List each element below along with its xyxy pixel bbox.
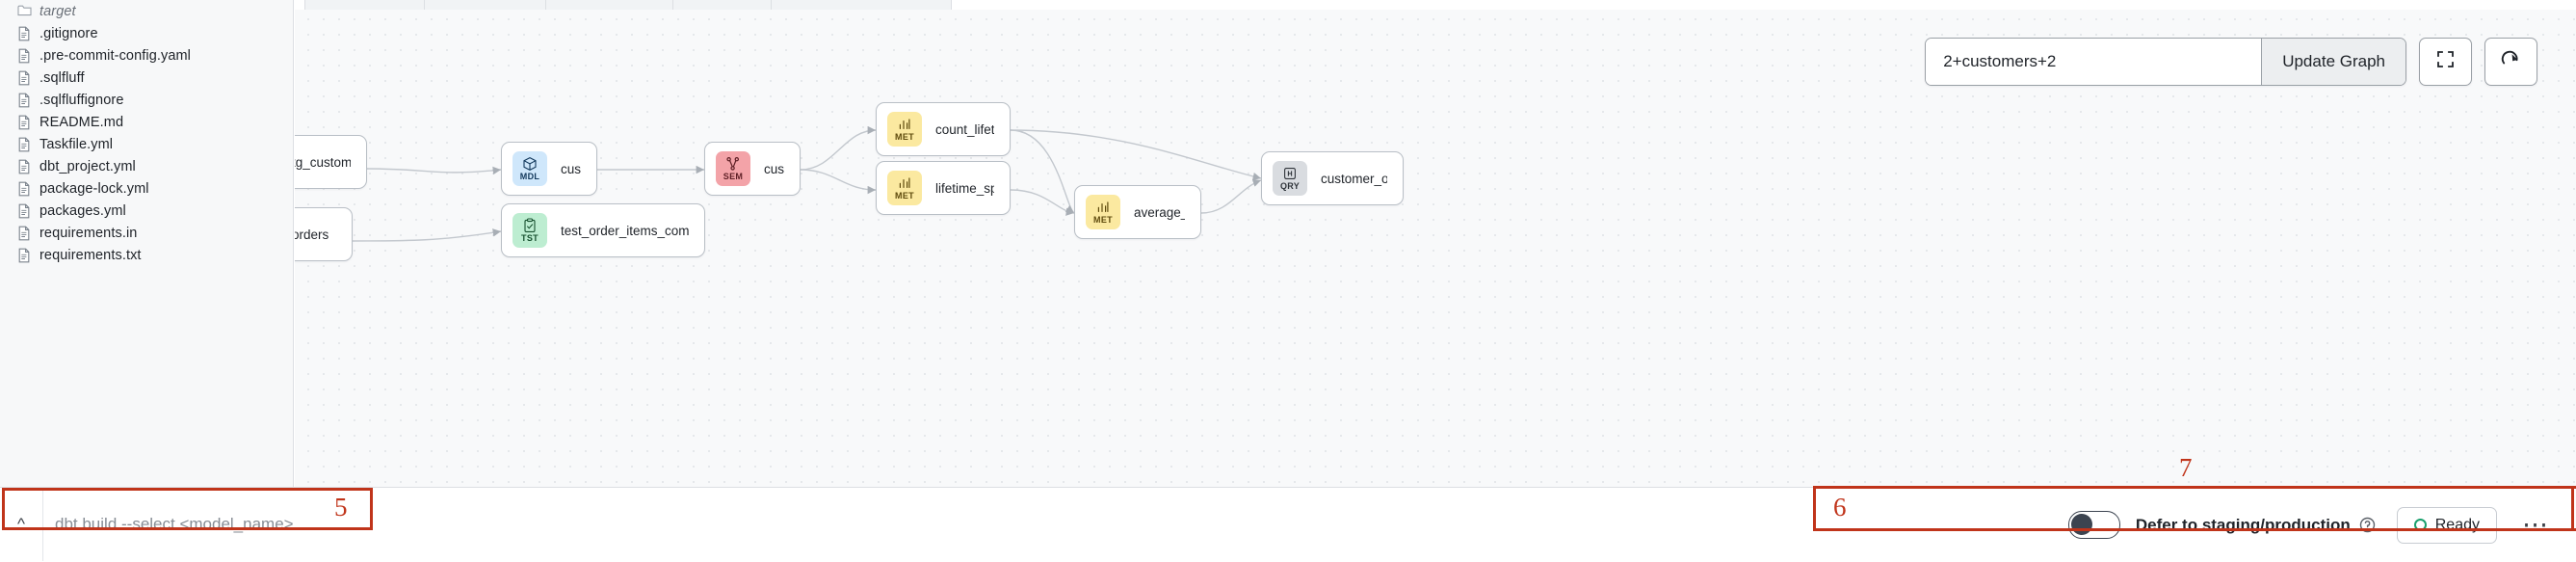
node-label: average_order_value [1134, 204, 1185, 220]
graph-selector-combo[interactable]: 2+customers+2 Update Graph [1925, 38, 2406, 86]
refresh-icon [2500, 48, 2522, 75]
bottom-bar-right-group: Defer to staging/production Ready ⋯ [2034, 488, 2576, 562]
fullscreen-button[interactable] [2419, 38, 2472, 86]
graph-node[interactable]: QRY customer_order_metrics [1261, 151, 1404, 205]
file-icon [17, 26, 31, 41]
chevron-up-icon[interactable]: ^ [0, 488, 43, 561]
node-label: lifetime_spend_pretax [935, 180, 994, 196]
file-item[interactable]: .sqlfluff [0, 67, 293, 89]
file-name: .sqlfluff [39, 69, 85, 86]
file-name: .gitignore [39, 25, 98, 41]
node-label: count_lifetime_orders [935, 121, 994, 137]
graph-node[interactable]: SEM customers [704, 142, 801, 196]
node-label: test_order_items_compute_to_bools… [561, 223, 689, 238]
status-label: Ready [2434, 516, 2480, 533]
file-explorer-sidebar[interactable]: target .gitignore .pre-commit-config.yaml.… [0, 0, 294, 487]
refresh-button[interactable] [2484, 38, 2537, 86]
editor-tab[interactable] [771, 0, 952, 10]
graph-node[interactable]: MDL customers [501, 142, 597, 196]
file-item[interactable]: target [0, 0, 293, 22]
file-item[interactable]: .pre-commit-config.yaml [0, 44, 293, 67]
badge-text: SEM [723, 172, 744, 181]
qry-badge-icon: QRY [1273, 161, 1307, 196]
file-item[interactable]: package-lock.yml [0, 177, 293, 200]
file-icon [17, 226, 31, 241]
status-badge[interactable]: Ready [2396, 506, 2497, 544]
file-name: requirements.in [39, 225, 138, 241]
file-item[interactable]: packages.yml [0, 200, 293, 222]
file-icon [17, 248, 31, 263]
graph-node[interactable]: MET average_order_value [1074, 185, 1201, 239]
bottom-status-bar: ^ dbt build --select <model_name> Defer … [0, 487, 2576, 561]
question-circle-icon[interactable] [2359, 517, 2376, 533]
file-name: packages.yml [39, 202, 126, 219]
defer-label: Defer to staging/production [2135, 515, 2351, 534]
badge-text: MET [895, 132, 914, 142]
file-name: target [39, 3, 76, 19]
status-dot-icon [2413, 519, 2427, 531]
file-name: package-lock.yml [39, 180, 149, 197]
badge-text: TST [521, 233, 539, 243]
file-item[interactable]: .gitignore [0, 22, 293, 44]
file-item[interactable]: dbt_project.yml [0, 155, 293, 177]
expand-icon [2435, 49, 2456, 74]
graph-toolbar[interactable]: 2+customers+2 Update Graph [1925, 38, 2537, 86]
file-name: dbt_project.yml [39, 158, 136, 174]
file-item[interactable]: requirements.txt [0, 244, 293, 266]
tst-badge-icon: TST [513, 213, 547, 248]
file-name: .pre-commit-config.yaml [39, 47, 191, 64]
defer-toggle[interactable] [2067, 511, 2120, 539]
node-label: tg_customers [295, 154, 351, 170]
kebab-menu-icon[interactable]: ⋯ [2522, 510, 2549, 539]
lineage-graph-canvas[interactable]: tg_customersorders MDL customersTST test_or… [295, 0, 2576, 487]
file-name: requirements.txt [39, 247, 142, 263]
file-icon [17, 181, 31, 197]
folder-icon [17, 4, 32, 19]
file-list: target .gitignore .pre-commit-config.yaml.… [0, 0, 293, 266]
graph-selector-input[interactable]: 2+customers+2 [1926, 39, 2262, 85]
file-name: README.md [39, 114, 124, 130]
badge-text: MET [895, 191, 914, 201]
file-item[interactable]: Taskfile.yml [0, 133, 293, 155]
graph-node[interactable]: tg_customers [295, 135, 367, 189]
command-input[interactable]: dbt build --select <model_name> [55, 515, 294, 533]
graph-node[interactable]: MET count_lifetime_orders [876, 102, 1011, 156]
file-icon [17, 203, 31, 219]
node-label: orders [295, 227, 329, 242]
file-icon [17, 70, 31, 86]
file-icon [17, 137, 31, 152]
graph-node[interactable]: orders [295, 207, 353, 261]
node-label: customers [561, 161, 581, 176]
mdl-badge-icon: MDL [513, 151, 547, 186]
file-item[interactable]: .sqlfluffignore [0, 89, 293, 111]
badge-text: QRY [1279, 181, 1301, 191]
graph-node[interactable]: TST test_order_items_compute_to_bools… [501, 203, 705, 257]
file-icon [17, 93, 31, 108]
sem-badge-icon: SEM [716, 151, 750, 186]
node-label: customer_order_metrics [1321, 171, 1387, 186]
met-badge-icon: MET [1086, 195, 1120, 229]
update-graph-button[interactable]: Update Graph [2261, 39, 2405, 85]
file-item[interactable]: requirements.in [0, 222, 293, 244]
toggle-knob [2070, 513, 2092, 535]
file-icon [17, 115, 31, 130]
met-badge-icon: MET [887, 112, 922, 147]
file-icon [17, 159, 31, 174]
file-item[interactable]: README.md [0, 111, 293, 133]
file-icon [17, 48, 31, 64]
node-label: customers [764, 161, 784, 176]
file-name: Taskfile.yml [39, 136, 114, 152]
graph-edges [352, 125, 1262, 242]
badge-text: MDL [519, 172, 540, 181]
badge-text: MET [1093, 215, 1113, 225]
graph-node[interactable]: MET lifetime_spend_pretax [876, 161, 1011, 215]
file-name: .sqlfluffignore [39, 92, 124, 108]
met-badge-icon: MET [887, 171, 922, 205]
